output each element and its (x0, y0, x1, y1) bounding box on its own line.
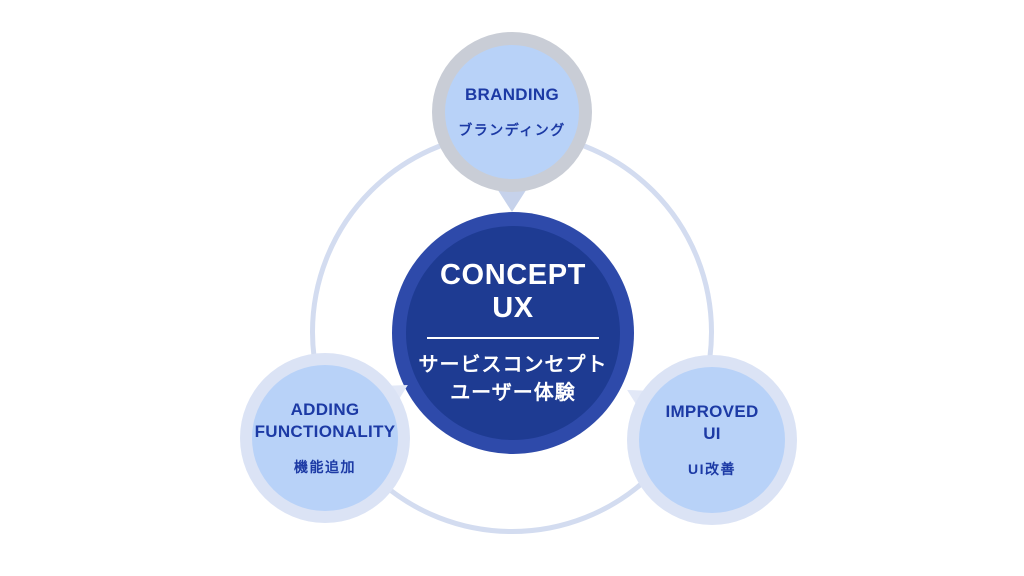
branding-title: BRANDING (464, 84, 559, 104)
improved-ui-subtitle: UI改善 (688, 461, 736, 478)
branding-subtitle: ブランディング (458, 122, 566, 139)
adding-functionality-title: ADDING FUNCTIONALITY (255, 399, 396, 443)
improved-ui-title-line2: UI (703, 424, 721, 443)
adding-functionality-subtitle: 機能追加 (294, 459, 356, 476)
center-circle-inner: CONCEPT UX サービスコンセプト ユーザー体験 (406, 226, 620, 440)
center-subtitle-line2: ユーザー体験 (450, 381, 576, 404)
adding-functionality-circle-inner: ADDING FUNCTIONALITY 機能追加 (252, 365, 398, 511)
adding-functionality-title-line2: FUNCTIONALITY (254, 422, 396, 441)
adding-functionality-circle: ADDING FUNCTIONALITY 機能追加 (240, 353, 410, 523)
center-circle: CONCEPT UX サービスコンセプト ユーザー体験 (392, 212, 634, 454)
improved-ui-circle: IMPROVED UI UI改善 (627, 355, 797, 525)
center-divider-line (427, 336, 599, 339)
improved-ui-title: IMPROVED UI (665, 401, 758, 445)
center-title-line1: CONCEPT (440, 259, 586, 292)
adding-functionality-title-line1: ADDING (290, 399, 360, 419)
center-title: CONCEPT UX (440, 259, 586, 324)
improved-ui-circle-inner: IMPROVED UI UI改善 (639, 367, 785, 513)
improved-ui-title-line1: IMPROVED (665, 401, 759, 421)
center-title-line2: UX (492, 291, 534, 324)
branding-circle-inner: BRANDING ブランディング (445, 45, 579, 179)
center-subtitle-line1: サービスコンセプト (418, 353, 608, 376)
branding-circle: BRANDING ブランディング (432, 32, 592, 192)
center-subtitle: サービスコンセプト ユーザー体験 (419, 351, 608, 407)
